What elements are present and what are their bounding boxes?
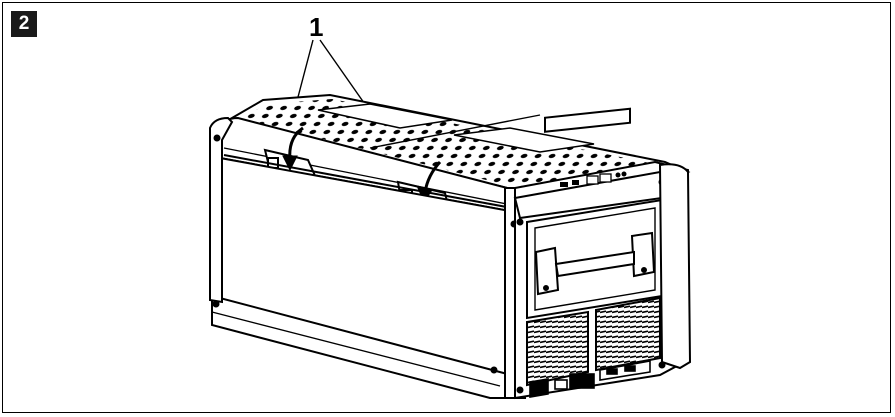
carry-handle xyxy=(534,231,656,296)
vent-grilles xyxy=(526,296,661,387)
power-ports xyxy=(529,360,651,398)
figure-number-badge: 2 xyxy=(11,11,37,37)
rear-post xyxy=(658,163,692,370)
callout-label: 1 xyxy=(309,12,324,42)
